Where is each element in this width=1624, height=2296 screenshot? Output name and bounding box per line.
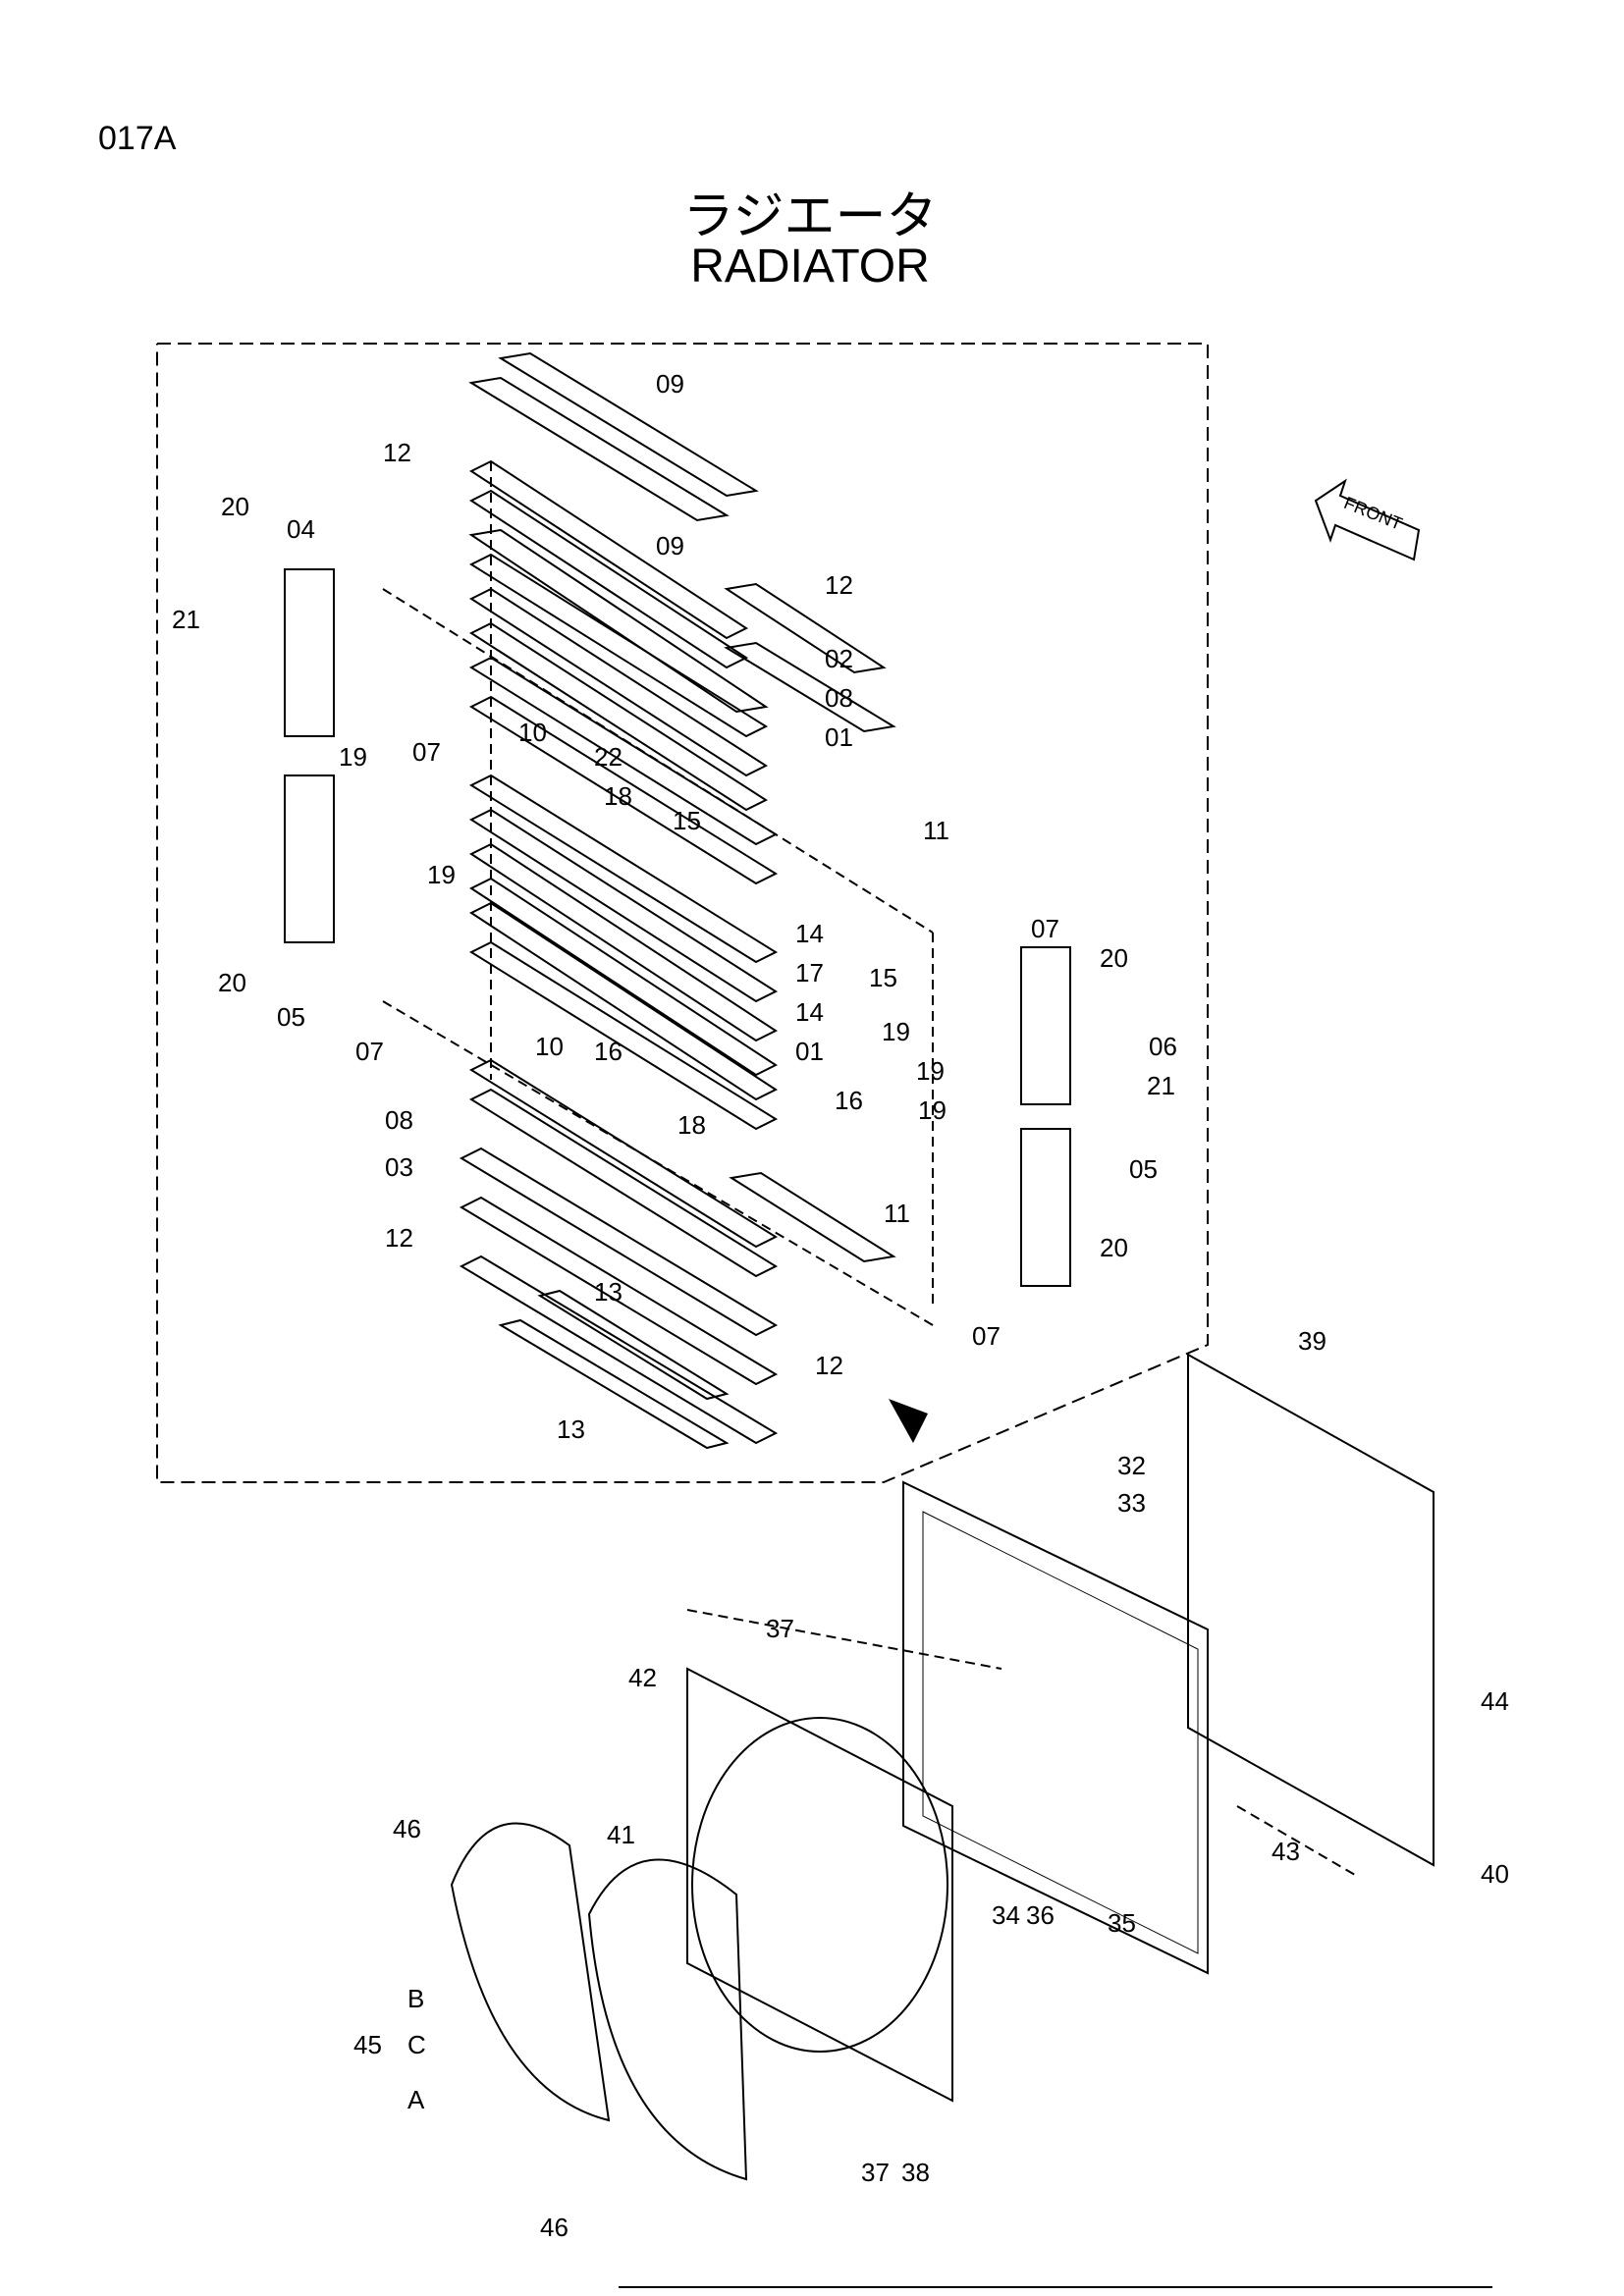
callout-14: 14	[795, 919, 824, 948]
callout-37: 37	[861, 2158, 890, 2187]
callout-43: 43	[1272, 1837, 1300, 1866]
callout-19: 19	[916, 1056, 945, 1086]
callout-04: 04	[287, 514, 315, 544]
lower-assembly	[450, 1353, 1435, 2181]
callout-14: 14	[795, 997, 824, 1027]
callout-21: 21	[1147, 1071, 1175, 1100]
callout-33: 33	[1117, 1488, 1146, 1518]
callout-12: 12	[825, 570, 853, 600]
callout-44: 44	[1481, 1686, 1509, 1716]
callout-37: 37	[766, 1614, 794, 1643]
callout-19: 19	[427, 860, 456, 889]
callout-labels: 09 09 12 12 20 04 21 02 08 01 07 19 10 2…	[172, 369, 1509, 2242]
callout-15: 15	[869, 963, 897, 992]
callout-07: 07	[412, 737, 441, 767]
callout-46: 46	[540, 2213, 568, 2242]
callout-22: 22	[594, 742, 623, 772]
callout-05: 05	[277, 1002, 305, 1032]
callout-19: 19	[918, 1095, 947, 1125]
callout-06: 06	[1149, 1032, 1177, 1061]
callout-32: 32	[1117, 1451, 1146, 1480]
callout-c: C	[407, 2030, 426, 2059]
callout-18: 18	[604, 781, 632, 811]
callout-20: 20	[221, 492, 249, 521]
callout-12: 12	[815, 1351, 843, 1380]
callout-12: 12	[385, 1223, 413, 1253]
callout-16: 16	[594, 1037, 623, 1066]
callout-10: 10	[518, 718, 547, 747]
page-code: 017A	[98, 120, 177, 157]
callout-17: 17	[795, 958, 824, 988]
callout-15: 15	[673, 806, 701, 835]
callout-41: 41	[607, 1820, 635, 1849]
detail-enclosure	[156, 343, 1209, 1483]
front-arrow-icon: FRONT	[1314, 478, 1421, 561]
callout-18: 18	[677, 1110, 706, 1140]
callout-19: 19	[339, 742, 367, 772]
callout-21: 21	[172, 605, 200, 634]
callout-20: 20	[218, 968, 246, 997]
callout-35: 35	[1108, 1908, 1136, 1938]
callout-02: 02	[825, 644, 853, 673]
callout-a: A	[407, 2085, 425, 2114]
callout-11: 11	[884, 1199, 910, 1228]
callout-10: 10	[535, 1032, 564, 1061]
callout-16: 16	[835, 1086, 863, 1115]
callout-08: 08	[825, 683, 853, 713]
callout-13: 13	[557, 1415, 585, 1444]
callout-42: 42	[628, 1663, 657, 1692]
callout-07: 07	[1031, 914, 1059, 943]
callout-13: 13	[594, 1277, 623, 1307]
callout-01: 01	[795, 1037, 824, 1066]
callout-08: 08	[385, 1105, 413, 1135]
callout-39: 39	[1298, 1326, 1326, 1356]
callout-40: 40	[1481, 1859, 1509, 1889]
callout-09: 09	[656, 369, 684, 399]
callout-34: 34	[992, 1900, 1020, 1930]
pointer-arrow	[889, 1399, 928, 1443]
upper-assembly	[284, 351, 1071, 1450]
callout-03: 03	[385, 1152, 413, 1182]
callout-19: 19	[882, 1017, 910, 1046]
callout-12: 12	[383, 438, 411, 467]
callout-45: 45	[353, 2030, 382, 2059]
callout-b: B	[407, 1984, 424, 2013]
callout-38: 38	[901, 2158, 930, 2187]
page-title: RADIATOR	[690, 240, 930, 293]
callout-05: 05	[1129, 1154, 1158, 1184]
callout-07: 07	[355, 1037, 384, 1066]
callout-20: 20	[1100, 943, 1128, 973]
callout-11: 11	[923, 816, 949, 845]
callout-36: 36	[1026, 1900, 1055, 1930]
callout-01: 01	[825, 722, 853, 752]
callout-07: 07	[972, 1321, 1001, 1351]
callout-09: 09	[656, 531, 684, 561]
page-title-japanese: ラジエータ	[682, 187, 938, 246]
callout-20: 20	[1100, 1233, 1128, 1262]
callout-46: 46	[393, 1814, 421, 1843]
